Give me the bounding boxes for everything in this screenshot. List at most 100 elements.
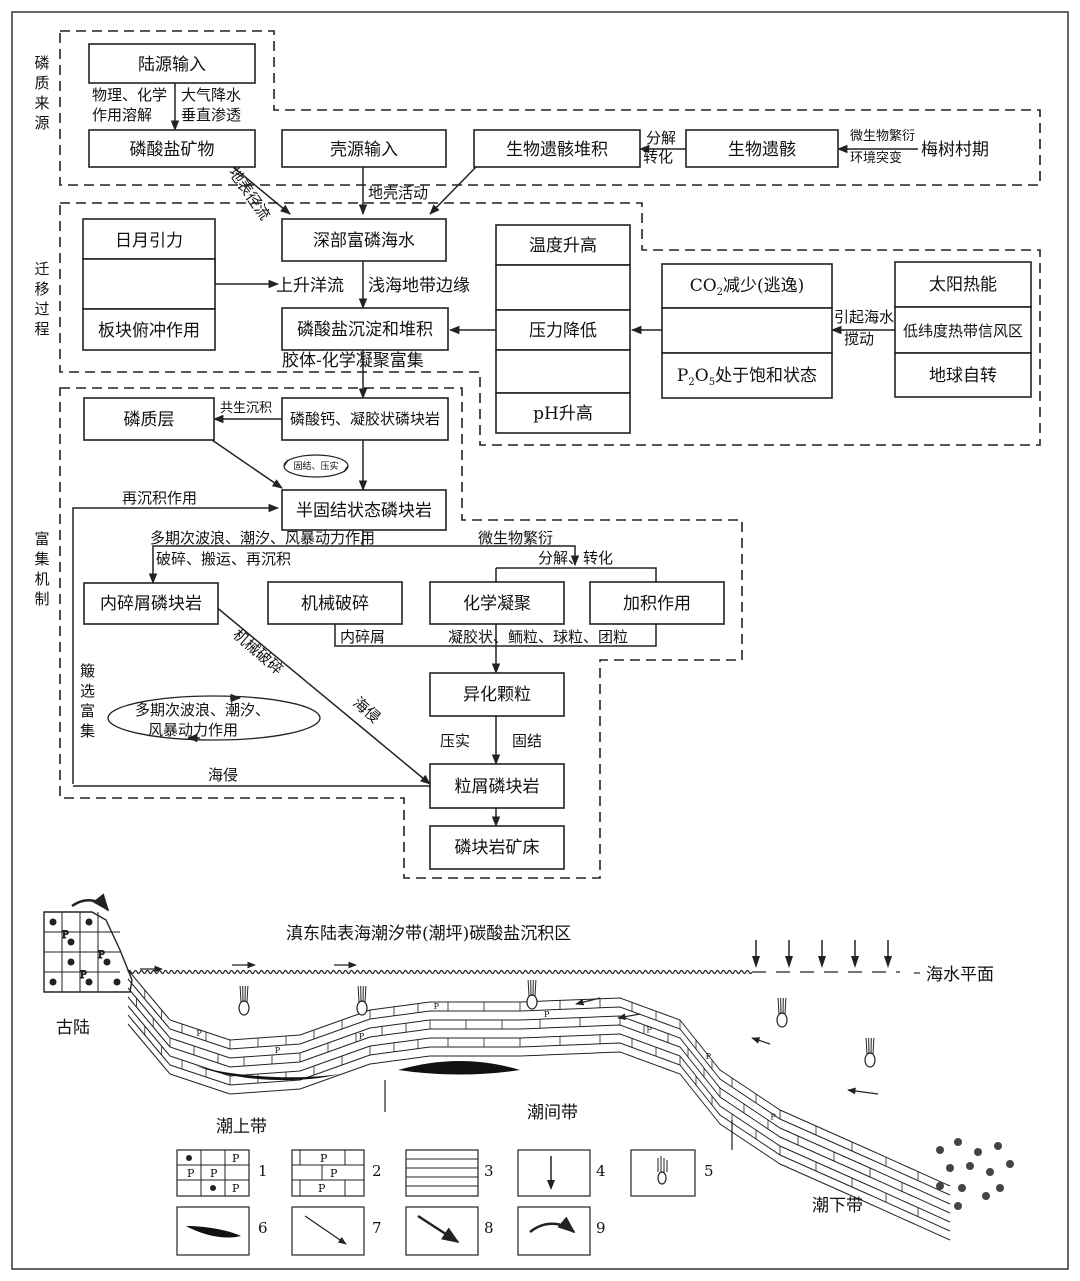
- box-sun-moon: 日月引力 板块俯冲作用: [82, 218, 216, 351]
- svg-text:过: 过: [34, 300, 49, 318]
- svg-text:1: 1: [258, 1162, 268, 1180]
- box-deep-water: 深部富磷海水: [281, 218, 447, 262]
- svg-text:迁: 迁: [34, 260, 49, 278]
- legend-item-2: P P P 2: [291, 1149, 382, 1197]
- svg-text:内碎屑: 内碎屑: [340, 628, 385, 646]
- box-land-input: 陆源输入: [88, 43, 256, 84]
- svg-text:粒屑磷块岩: 粒屑磷块岩: [455, 777, 540, 797]
- supratidal-label: 潮上带: [216, 1117, 267, 1137]
- svg-text:P: P: [544, 1010, 550, 1019]
- svg-text:凝胶状、鲕粒、球粒、团粒: 凝胶状、鲕粒、球粒、团粒: [448, 628, 628, 646]
- legend-item-8: 8: [405, 1206, 494, 1256]
- box-deposit-ore: 磷块岩矿床: [429, 825, 565, 870]
- svg-text:物理、化学: 物理、化学: [92, 86, 167, 104]
- svg-text:集: 集: [80, 722, 95, 740]
- legend-item-1: P P P P 1: [176, 1149, 268, 1197]
- svg-text:P: P: [330, 1167, 338, 1180]
- box-co2: CO2减少(逃逸) P2O5处于饱和状态: [661, 263, 833, 399]
- box-semi: 半固结状态磷块岩: [281, 489, 447, 531]
- svg-text:来: 来: [34, 94, 49, 112]
- legend-item-3: 3: [405, 1149, 494, 1197]
- box-accretion: 加积作用: [589, 581, 725, 625]
- svg-text:富: 富: [34, 530, 49, 548]
- svg-text:程: 程: [34, 320, 49, 338]
- svg-text:6: 6: [258, 1219, 268, 1237]
- svg-text:转化: 转化: [643, 148, 673, 166]
- subtidal-label: 潮下带: [812, 1196, 863, 1216]
- svg-text:CO2减少(逃逸): CO2减少(逃逸): [690, 276, 805, 298]
- box-plate: 板块俯冲作用: [98, 321, 200, 341]
- svg-text:上升洋流: 上升洋流: [276, 276, 344, 296]
- box-ca-phos: 磷酸钙、凝胶状磷块岩: [281, 397, 449, 441]
- svg-text:磷酸盐沉淀和堆积: 磷酸盐沉淀和堆积: [297, 320, 433, 340]
- svg-text:大气降水: 大气降水: [181, 86, 241, 104]
- svg-text:P: P: [434, 1002, 440, 1011]
- svg-text:压实: 压实: [440, 732, 470, 750]
- svg-text:机械破碎: 机械破碎: [301, 594, 369, 614]
- svg-text:破碎、搬运、再沉积: 破碎、搬运、再沉积: [156, 550, 291, 568]
- dot-cluster: [936, 1138, 1014, 1210]
- box-p2o5: P2O5处于饱和状态: [677, 366, 817, 388]
- svg-text:浅海地带边缘: 浅海地带边缘: [368, 276, 470, 296]
- svg-text:内碎屑磷块岩: 内碎屑磷块岩: [100, 594, 202, 614]
- box-bio-accum: 生物遗骸堆积: [473, 129, 641, 168]
- svg-text:P: P: [320, 1152, 328, 1165]
- svg-text:P: P: [706, 1052, 712, 1061]
- svg-text:移: 移: [34, 280, 49, 298]
- svg-text:集: 集: [34, 550, 49, 568]
- svg-text:磷块岩矿床: 磷块岩矿床: [455, 838, 540, 858]
- svg-text:深部富磷海水: 深部富磷海水: [313, 231, 415, 251]
- box-factor-column: 温度升高 压力降低 pH升高: [495, 224, 631, 434]
- section-title: 滇东陆表海潮汐带(潮坪)碳酸盐沉积区: [286, 924, 571, 944]
- legend-item-4: 4: [517, 1149, 606, 1197]
- sea-level-line: [127, 969, 753, 975]
- svg-text:机: 机: [34, 570, 49, 588]
- outer-frame: [11, 11, 1069, 1270]
- box-pressure-drop: 压力降低: [529, 321, 597, 341]
- svg-text:多期次波浪、潮汐、: 多期次波浪、潮汐、: [135, 701, 270, 719]
- svg-text:P: P: [210, 1167, 218, 1180]
- svg-text:9: 9: [596, 1219, 606, 1237]
- enrichment-region: [59, 387, 743, 879]
- svg-text:5: 5: [704, 1162, 714, 1180]
- svg-text:垂直渗透: 垂直渗透: [181, 106, 241, 124]
- svg-text:风暴动力作用: 风暴动力作用: [148, 721, 238, 739]
- svg-text:簸: 簸: [80, 662, 95, 680]
- svg-text:异化颗粒: 异化颗粒: [463, 685, 531, 705]
- svg-text:固结: 固结: [512, 732, 542, 750]
- svg-text:胶体-化学凝聚富集: 胶体-化学凝聚富集: [282, 351, 424, 371]
- svg-text:质: 质: [34, 74, 49, 92]
- intertidal-label: 潮间带: [527, 1103, 578, 1123]
- svg-text:再沉积作用: 再沉积作用: [122, 489, 197, 507]
- svg-text:壳源输入: 壳源输入: [330, 140, 398, 160]
- section-title-migration: 迁 移 过 程: [34, 260, 49, 338]
- box-intraclast: 内碎屑磷块岩: [83, 582, 219, 625]
- svg-text:源: 源: [34, 114, 49, 132]
- svg-text:P: P: [98, 950, 105, 961]
- svg-text:8: 8: [484, 1219, 494, 1237]
- old-land-block: PPP: [43, 911, 133, 993]
- svg-text:分解、转化: 分解、转化: [538, 549, 613, 567]
- legend-item-5: 5: [630, 1149, 714, 1197]
- svg-text:太阳热能: 太阳热能: [929, 275, 997, 295]
- svg-text:P: P: [232, 1182, 240, 1195]
- svg-text:地壳活动: 地壳活动: [368, 184, 428, 202]
- box-bio-remains: 生物遗骸: [685, 129, 839, 168]
- legend-item-7: 7: [291, 1206, 382, 1256]
- svg-text:磷酸盐矿物: 磷酸盐矿物: [130, 140, 215, 160]
- old-land-label: 古陆: [56, 1018, 90, 1038]
- box-phos-layer: 磷质层: [83, 397, 215, 441]
- svg-text:搅动: 搅动: [844, 330, 874, 348]
- sunlight-arrows: [752, 940, 892, 968]
- svg-text:P: P: [359, 1032, 365, 1041]
- svg-text:制: 制: [34, 590, 49, 608]
- svg-text:生物遗骸: 生物遗骸: [728, 140, 796, 160]
- svg-text:分解: 分解: [646, 129, 676, 147]
- svg-text:P: P: [770, 1113, 776, 1122]
- box-granular: 粒屑磷块岩: [429, 763, 565, 809]
- svg-text:引起海水: 引起海水: [834, 308, 894, 326]
- box-solar: 太阳热能 低纬度热带信风区 地球自转: [894, 261, 1032, 398]
- svg-text:选: 选: [80, 682, 95, 700]
- svg-text:半固结状态磷块岩: 半固结状态磷块岩: [296, 501, 432, 521]
